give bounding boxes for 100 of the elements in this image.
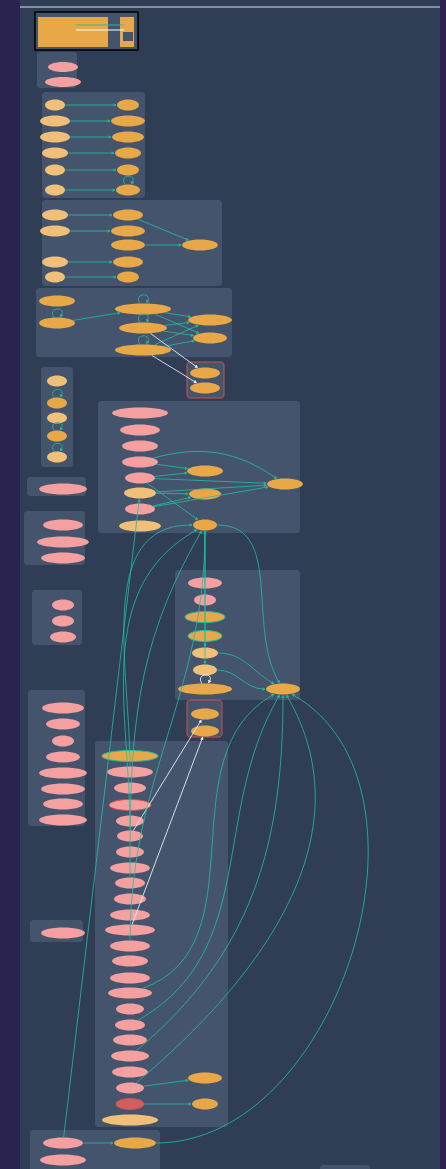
oval-node — [190, 382, 220, 394]
oval-node — [117, 271, 139, 283]
oval-node — [101, 750, 159, 762]
oval-node — [117, 164, 139, 176]
oval-node — [40, 1154, 86, 1166]
arrow — [146, 482, 199, 521]
oval-node — [188, 1072, 222, 1084]
oval-node — [40, 115, 70, 127]
oval-node — [108, 987, 152, 999]
oval-node — [47, 451, 67, 463]
arrow — [138, 313, 150, 323]
oval-node — [191, 725, 219, 737]
arrow — [131, 737, 204, 925]
oval-node — [119, 520, 161, 532]
oval-node — [190, 367, 220, 379]
oval-node — [116, 815, 144, 827]
oval-node — [114, 782, 146, 794]
oval-node — [124, 487, 156, 499]
oval-node — [108, 799, 152, 811]
arrow — [135, 694, 316, 1084]
oval-node — [188, 577, 222, 589]
arrow — [216, 524, 280, 684]
oval-node — [50, 631, 76, 643]
oval-node — [39, 317, 75, 329]
oval-node — [41, 927, 85, 939]
arrow — [144, 243, 182, 247]
oval-node — [182, 239, 218, 251]
arrow — [123, 529, 197, 831]
oval-node — [122, 456, 158, 468]
oval-node — [122, 440, 158, 452]
oval-node — [46, 751, 80, 763]
oval-node — [111, 1050, 149, 1062]
arrow — [52, 308, 64, 318]
oval-node — [113, 1034, 147, 1046]
oval-node — [110, 972, 150, 984]
arrow — [154, 471, 188, 477]
oval-node — [111, 225, 145, 237]
arrow — [63, 499, 141, 1138]
oval-node — [52, 615, 74, 627]
arrow — [154, 324, 199, 346]
oval-node — [114, 893, 146, 905]
oval-node — [45, 99, 65, 111]
oval-node — [47, 397, 67, 409]
oval-node — [116, 184, 140, 196]
arrow — [142, 694, 275, 989]
oval-node — [52, 599, 74, 611]
arrow — [137, 218, 189, 241]
arrow — [123, 175, 135, 185]
oval-node — [194, 594, 216, 606]
oval-node — [189, 488, 221, 500]
oval-node — [37, 536, 89, 548]
oval-node — [192, 647, 218, 659]
oval-node — [41, 783, 85, 795]
oval-node — [112, 407, 168, 419]
arrow — [69, 135, 112, 139]
oval-node — [192, 1098, 218, 1110]
oval-node — [46, 718, 80, 730]
oval-node — [116, 1082, 144, 1094]
oval-node — [193, 519, 217, 531]
oval-node — [45, 164, 65, 176]
oval-node — [193, 664, 217, 676]
oval-node — [266, 683, 300, 695]
oval-node — [184, 611, 226, 623]
oval-node — [119, 322, 167, 334]
oval-node — [193, 332, 227, 344]
oval-node — [178, 683, 232, 695]
arrow — [133, 719, 202, 831]
oval-node — [116, 846, 144, 858]
oval-node — [110, 909, 150, 921]
arrow — [138, 335, 150, 345]
arrow — [152, 496, 192, 507]
arrow — [150, 333, 198, 368]
oval-node — [112, 131, 144, 143]
arrow — [200, 674, 212, 684]
arrow — [64, 188, 116, 192]
oval-node — [43, 519, 83, 531]
oval-node — [43, 798, 83, 810]
oval-node — [111, 115, 145, 127]
oval-node — [42, 209, 68, 221]
arrow — [155, 694, 369, 1144]
oval-node — [125, 472, 155, 484]
arrow — [123, 523, 193, 767]
oval-node — [113, 209, 143, 221]
arrow — [64, 168, 117, 172]
oval-node — [117, 830, 143, 842]
oval-node — [120, 424, 160, 436]
arrow — [154, 313, 200, 334]
oval-node — [41, 552, 85, 564]
oval-node — [105, 924, 155, 936]
arrow — [52, 422, 63, 431]
oval-node — [115, 1098, 145, 1110]
oval-node — [113, 256, 143, 268]
arrow — [151, 355, 197, 384]
arrow — [155, 492, 189, 496]
oval-node — [111, 239, 145, 251]
arrow — [163, 330, 194, 337]
arrow — [69, 119, 111, 123]
arrow — [144, 1102, 192, 1106]
arrow — [138, 294, 150, 304]
oval-node — [48, 62, 78, 72]
